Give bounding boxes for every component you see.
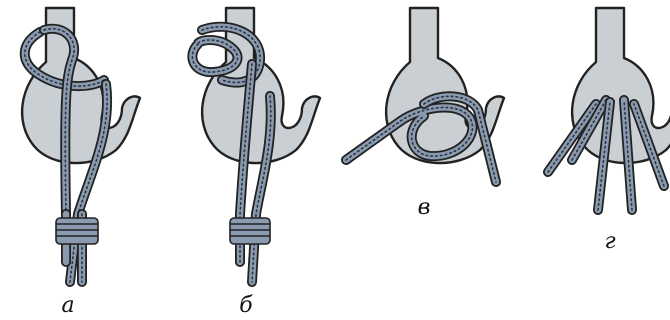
caption-b: б (239, 293, 253, 318)
figure-a: а (22, 8, 140, 318)
figure-b: б (192, 8, 320, 318)
caption-g: г (604, 229, 615, 254)
seizing-a (56, 218, 98, 244)
caption-v: в (418, 195, 431, 220)
seizing-b (230, 218, 270, 244)
figure-v: в (346, 8, 504, 220)
figure-g: г (548, 8, 670, 254)
caption-a: а (61, 293, 74, 318)
